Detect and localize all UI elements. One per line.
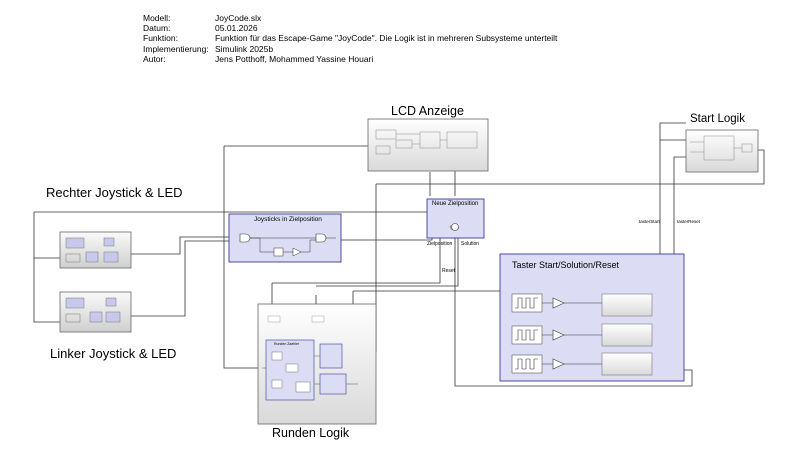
signal-label-taster-start: tasterStart xyxy=(639,219,660,224)
signal-label-solution: Solution xyxy=(461,241,480,247)
metadata-value: Simulink 2025b xyxy=(215,43,274,54)
rechter-joystick-title: Rechter Joystick & LED xyxy=(46,185,183,200)
metadata-value: 05.01.2026 xyxy=(215,23,258,34)
neue-zielposition-title: Neue Zielposition xyxy=(432,201,479,207)
pulse-generator-icon xyxy=(511,325,543,345)
start-logik-block[interactable] xyxy=(685,129,759,173)
taster-title: Taster Start/Solution/Reset xyxy=(512,260,620,270)
metadata-key: Implementierung: xyxy=(143,43,209,54)
neue-zielposition-block[interactable] xyxy=(426,198,485,239)
taster-block[interactable] xyxy=(499,253,685,382)
linker-joystick-title: Linker Joystick & LED xyxy=(50,346,177,361)
metadata-row: Funktion: Funktion für das Escape-Game "… xyxy=(143,33,557,43)
signal-line[interactable] xyxy=(131,240,240,317)
pulse-generator-icon xyxy=(511,293,543,313)
lcd-anzeige-block[interactable] xyxy=(367,118,489,172)
metadata-row: Datum: 05.01.2026 xyxy=(143,23,557,33)
joysticks-zielposition-title: Joysticks in Zielposition xyxy=(254,216,322,223)
runden-zaehler-title: Runden Zaehler xyxy=(274,342,300,346)
signal-line[interactable] xyxy=(316,238,459,287)
runden-logik-block[interactable] xyxy=(257,303,377,425)
metadata-row: Implementierung: Simulink 2025b xyxy=(143,44,557,54)
metadata-row: Modell: JoyCode.slx xyxy=(143,13,557,23)
metadata-value: JoyCode.slx xyxy=(215,13,262,23)
signal-label-zielposition: Zielposition xyxy=(427,241,453,247)
start-logik-title: Start Logik xyxy=(690,113,745,125)
function-call-icon xyxy=(451,223,459,231)
rechter-joystick-block[interactable] xyxy=(59,231,132,269)
metadata-row: Autor: Jens Potthoff, Mohammed Yassine H… xyxy=(143,54,557,64)
delay-block-icon xyxy=(273,247,284,257)
signal-line[interactable] xyxy=(336,212,433,241)
joysticks-zielposition-block[interactable] xyxy=(228,213,342,263)
metadata-key: Funktion: xyxy=(143,33,178,44)
metadata-value: Funktion für das Escape-Game "JoyCode". … xyxy=(215,33,558,44)
signal-line[interactable] xyxy=(33,212,60,323)
signal-line[interactable] xyxy=(223,146,260,369)
signal-label-taster-reset: tasterReset xyxy=(677,219,701,224)
metadata-key: Datum: xyxy=(143,23,171,34)
linker-joystick-block[interactable] xyxy=(59,291,132,333)
lcd-anzeige-title: LCD Anzeige xyxy=(391,104,464,118)
model-metadata: Modell: JoyCode.slx Datum: 05.01.2026 Fu… xyxy=(143,13,557,64)
signal-line[interactable] xyxy=(659,122,686,141)
metadata-value: Jens Potthoff, Mohammed Yassine Houari xyxy=(215,53,374,64)
metadata-key: Autor: xyxy=(143,53,166,64)
and-gate-icon xyxy=(315,233,327,243)
signal-line[interactable] xyxy=(272,238,441,284)
pulse-generator-icon xyxy=(511,354,543,374)
signal-line[interactable] xyxy=(131,236,240,255)
and-gate-icon xyxy=(239,233,251,243)
signal-line[interactable] xyxy=(376,149,765,185)
signal-label-reset: Reset xyxy=(442,268,456,274)
metadata-key: Modell: xyxy=(143,13,171,23)
runden-logik-title: Runden Logik xyxy=(272,426,350,440)
